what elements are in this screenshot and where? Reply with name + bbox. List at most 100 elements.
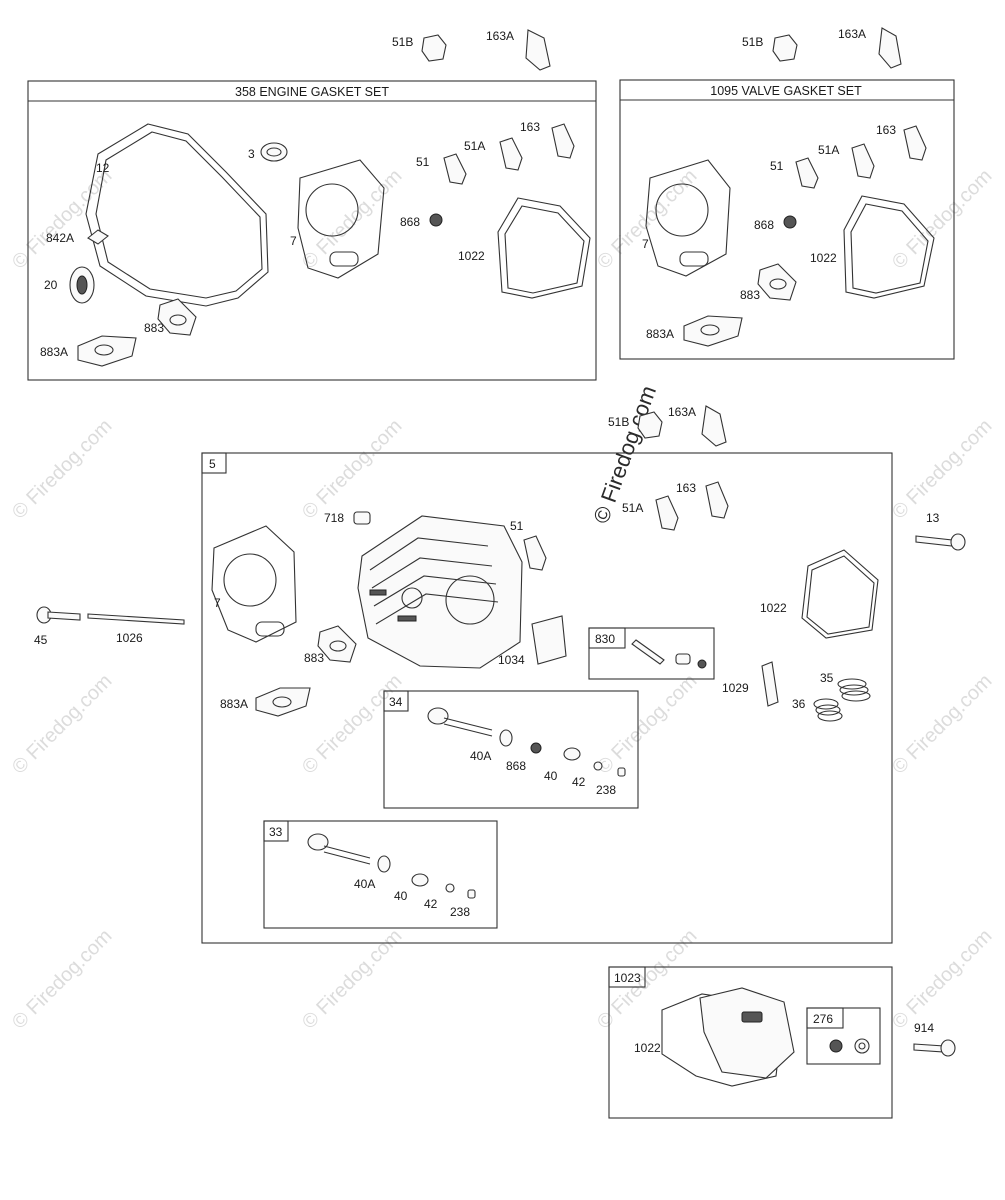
valve-cover-gasket-icon	[843, 195, 935, 299]
engine-gasket-set-title: 358 ENGINE GASKET SET	[235, 85, 389, 99]
plate-1034-icon	[531, 615, 567, 665]
gasket-51-icon	[795, 157, 819, 189]
keeper-42-icon	[445, 883, 455, 893]
cylinder-head-box	[201, 452, 893, 944]
pushrod-45-icon	[36, 606, 81, 624]
valve-cover-box	[608, 966, 893, 1119]
gasket-51a-icon	[851, 143, 875, 179]
label-1026: 1026	[116, 631, 143, 645]
watermark: © Firedog.com	[8, 925, 117, 1034]
label-51: 51	[416, 155, 430, 169]
gasket-883-icon	[317, 625, 357, 663]
label-51b: 51B	[392, 35, 413, 49]
label-883: 883	[740, 288, 760, 302]
label-51: 51	[770, 159, 784, 173]
label-51a: 51A	[818, 143, 839, 157]
label-42: 42	[424, 897, 438, 911]
label-883: 883	[144, 321, 164, 335]
screw-914-icon	[913, 1039, 956, 1057]
gasket-163a-icon	[878, 27, 902, 69]
watermark: © Firedog.com	[593, 670, 702, 779]
label-51: 51	[510, 519, 524, 533]
label-7: 7	[290, 234, 297, 248]
box-830	[588, 627, 715, 680]
seal-40a-icon	[377, 855, 391, 873]
valve-gasket-set-title: 1095 VALVE GASKET SET	[710, 84, 862, 98]
watermark: © Firedog.com	[888, 925, 997, 1034]
gasket-163a-icon	[701, 405, 727, 447]
label-842a: 842A	[46, 231, 74, 245]
gasket-51-icon	[523, 535, 547, 571]
gasket-163-icon	[903, 125, 927, 161]
cap-238-icon	[617, 767, 626, 777]
label-1022: 1022	[634, 1041, 661, 1055]
label-163a-right: 163A	[838, 27, 866, 41]
label-45: 45	[34, 633, 48, 647]
watermark: © Firedog.com	[298, 670, 407, 779]
label-42: 42	[572, 775, 586, 789]
cylinder-head-icon	[357, 515, 523, 669]
label-51a: 51A	[622, 501, 643, 515]
watermark: © Firedog.com	[298, 925, 407, 1034]
box-33	[263, 820, 498, 929]
spring-36-icon	[813, 698, 843, 722]
cylinder-head-panel: 5 718 7 51 51A 163 1022	[201, 452, 893, 944]
label-718: 718	[324, 511, 344, 525]
engine-gasket-set-box	[27, 80, 597, 381]
watermark: © Firedog.com	[298, 165, 407, 274]
label-36: 36	[792, 697, 806, 711]
label-868: 868	[754, 218, 774, 232]
gasket-163-icon	[551, 123, 575, 159]
label-1022: 1022	[760, 601, 787, 615]
gasket-883a-icon	[683, 315, 743, 347]
label-40: 40	[394, 889, 408, 903]
watermark: © Firedog.com	[8, 165, 117, 274]
subassembly-33: 33 40A 40 42 238	[263, 820, 498, 929]
label-1034: 1034	[498, 653, 525, 667]
label-163: 163	[676, 481, 696, 495]
watermark: © Firedog.com	[888, 670, 997, 779]
watermark: © Firedog.com	[298, 415, 407, 524]
gasket-883-icon	[757, 263, 797, 301]
label-51b: 51B	[608, 415, 629, 429]
pushrod-1026-icon	[87, 613, 185, 625]
gasket-51a-icon	[499, 137, 523, 171]
label-7: 7	[642, 237, 649, 251]
seal-40a-icon	[499, 729, 513, 747]
subassembly-276: 276	[806, 1007, 881, 1065]
label-1022: 1022	[810, 251, 837, 265]
nut-868-icon	[429, 213, 443, 227]
stud-830-icon	[631, 639, 665, 665]
valve-cover-panel: 1023 1022 276	[608, 966, 893, 1119]
washer-842a-icon	[87, 229, 109, 245]
valve-gasket-set-box	[619, 79, 955, 360]
gasket-51-icon	[443, 153, 467, 185]
label-1029: 1029	[722, 681, 749, 695]
label-238: 238	[450, 905, 470, 919]
washer-276-icon	[854, 1038, 870, 1054]
label-883a: 883A	[646, 327, 674, 341]
label-40a: 40A	[470, 749, 491, 763]
label-3: 3	[248, 147, 255, 161]
box-276-id: 276	[813, 1012, 833, 1026]
nut-868-icon	[530, 742, 542, 754]
spring-35-icon	[837, 678, 871, 702]
label-35: 35	[820, 671, 834, 685]
valve-intake-icon	[307, 833, 371, 865]
watermark: © Firedog.com	[8, 415, 117, 524]
head-gasket-icon	[297, 159, 385, 279]
gasket-163a-icon	[525, 29, 551, 71]
gasket-883a-icon	[255, 687, 311, 717]
label-163: 163	[520, 120, 540, 134]
valve-cover-gasket-icon	[497, 197, 591, 299]
box-830-id: 830	[595, 632, 615, 646]
retainer-40-icon	[563, 747, 581, 761]
subassembly-34: 34 40A 868 40 42 238	[383, 690, 639, 809]
valve-cover-gasket-icon	[801, 549, 879, 639]
label-914: 914	[914, 1021, 934, 1035]
gasket-883-icon	[157, 298, 197, 336]
label-883a: 883A	[40, 345, 68, 359]
valve-cover-icon	[661, 987, 795, 1087]
gasket-163-icon	[705, 481, 729, 519]
